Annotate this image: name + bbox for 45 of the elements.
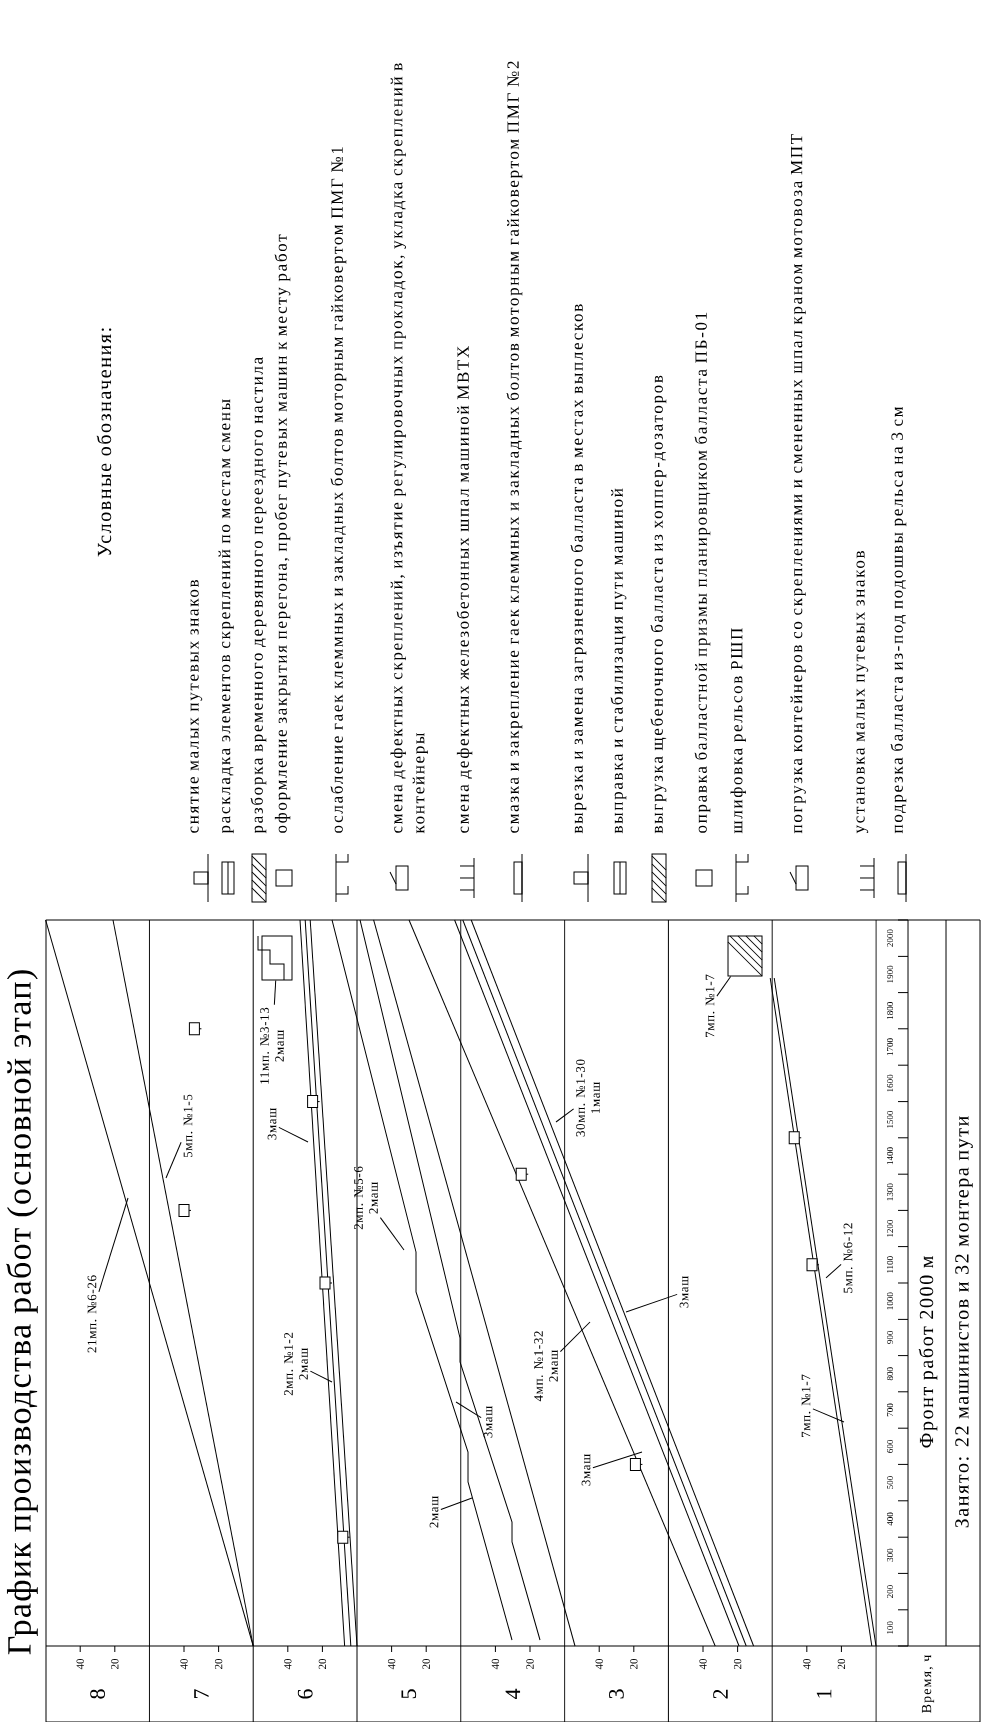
leader-line <box>165 1141 182 1179</box>
legend-text: смена дефектных железобетонных шпал машиной МВТХ <box>456 346 473 833</box>
leader-line <box>309 1370 333 1383</box>
leader-line <box>625 1293 678 1313</box>
leader-line <box>825 1263 842 1279</box>
legend-text: погрузка контейнеров со скреплениями и смененных шпал краном мотовоза МПТ <box>790 134 806 834</box>
legend-text: снятие малых путевых знаков <box>190 580 203 833</box>
legend-text: оправка балластной призмы планировщиком балласта ПБ-01 <box>694 312 711 833</box>
legend-text: ослабление гаек клеммных и закладных болтов моторным гайковертом ПМГ №1 <box>330 147 347 833</box>
legend-title: Условные обозначения: <box>96 328 112 557</box>
row-number: 6 <box>297 1689 313 1699</box>
row-number: 4 <box>505 1688 521 1700</box>
stair-block <box>257 935 293 981</box>
leader-line <box>455 1401 482 1419</box>
legend-text: смена дефектных скреплений, изъятие регулировочных прокладок, укладка скреплений в контейнеры <box>390 63 428 834</box>
row-number: 2 <box>713 1689 728 1699</box>
row-number: 8 <box>90 1689 106 1699</box>
row-number: 7 <box>194 1689 209 1699</box>
legend-text: шлифовка рельсов РШП <box>730 628 746 834</box>
leader-line <box>716 976 732 997</box>
leader-line <box>98 1197 129 1293</box>
row-number: 1 <box>816 1689 832 1698</box>
front-note: Фронт работ 2000 м <box>918 1256 938 1448</box>
leader-line <box>273 980 277 1006</box>
leader-line <box>555 1108 575 1123</box>
leader-line <box>379 1217 405 1251</box>
legend-text: раскладка элементов скреплений по местам смены <box>218 399 234 834</box>
leader-line <box>440 1497 473 1510</box>
leader-line <box>592 1451 643 1469</box>
title: График производства работ (основной этап) <box>6 970 38 1655</box>
row-number: 3 <box>609 1689 624 1699</box>
legend-text: вырезка и замена загрязненного балласта в местах выплесков <box>570 304 587 834</box>
legend-text: установка малых путевых знаков <box>856 551 869 834</box>
leader-line <box>278 1126 309 1143</box>
row-number: 5 <box>401 1689 417 1699</box>
legend-text: подрезка балласта из-под подошвы рельса на 3 см <box>890 406 907 834</box>
legend-text: смазка и закрепление гаек клеммных и закладных болтов моторным гайковертом ПМГ №2 <box>506 61 523 833</box>
hatched-block <box>727 935 763 977</box>
leader-line <box>559 1321 591 1353</box>
legend-text: выправка и стабилизация пути машиной <box>610 488 627 834</box>
legend-text: выгрузка щебеночного балласта из хоппер-дозаторов <box>650 375 667 834</box>
legend-text: оформление закрытия перегона, пробег путевых машин к месту работ <box>274 234 291 833</box>
crew-note: Занято: 22 машинистов и 32 монтера пути <box>955 1116 973 1528</box>
leader-line <box>812 1408 845 1423</box>
legend-text: разборка временного деревянного переездного настила <box>250 357 267 834</box>
